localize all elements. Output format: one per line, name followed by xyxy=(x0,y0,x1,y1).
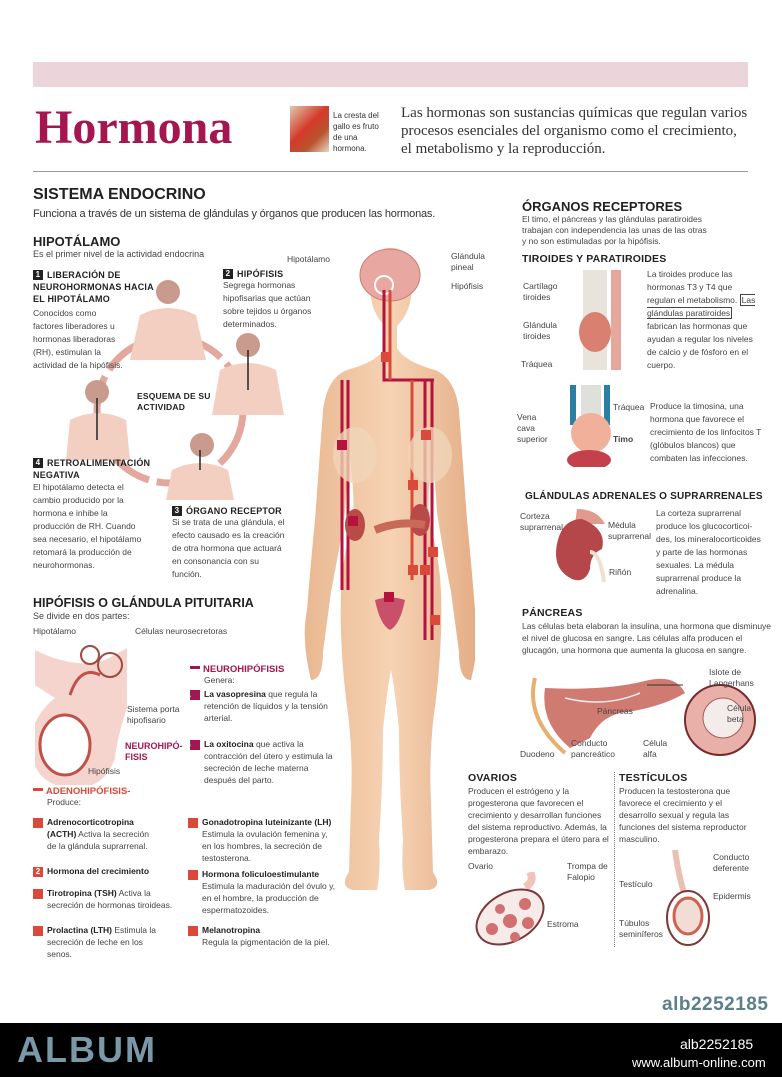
torso-figure xyxy=(130,280,206,360)
kidney-illustration xyxy=(556,509,606,583)
pituitary-diagram xyxy=(35,645,127,785)
thyroid-illustration xyxy=(579,270,621,370)
kidney xyxy=(410,504,430,536)
endocrine-title: SISTEMA ENDOCRINO xyxy=(33,186,206,203)
human-body-figure xyxy=(304,248,475,890)
photo-caption: La cresta del gallo es fruto de una horm… xyxy=(333,111,379,153)
neurohypophysis-label: NEUROHIPÓ-FISIS xyxy=(125,741,183,762)
activity-cycle-diagram xyxy=(66,280,284,500)
torso-figure xyxy=(66,380,130,460)
testes-title: TESTÍCULOS xyxy=(619,772,688,784)
adrenal-title: GLÁNDULAS ADRENALES O SUPRARRENALES xyxy=(525,491,763,502)
thyroid-text: La tiroides produce las hormonas T3 y T4… xyxy=(647,269,756,370)
image-id: alb2252185 xyxy=(662,994,769,1015)
ovaries-title: OVARIOS xyxy=(468,772,518,784)
footer-logo[interactable]: ALBUM xyxy=(17,1029,157,1070)
footer-id: alb2252185 xyxy=(680,1036,754,1052)
section-divider xyxy=(614,772,615,947)
pancreas-title: PÁNCREAS xyxy=(522,607,583,619)
pancreas xyxy=(373,519,426,534)
footer: ALBUM alb2252185 www.album-online.com xyxy=(0,1023,782,1077)
hypothalamus-subtitle: Es el primer nivel de la actividad endoc… xyxy=(33,249,205,259)
adenohypophysis-block: ADENOHIPÓFISIS- Produce: xyxy=(33,786,130,808)
pancreas-illustration xyxy=(531,677,756,756)
hypothalamus-title: HIPOTÁLAMO xyxy=(33,234,121,249)
step-text: Conocidos como factores liberadores u ho… xyxy=(33,308,123,370)
lungs xyxy=(333,427,377,483)
receptors-title: ÓRGANOS RECEPTORES xyxy=(522,199,683,214)
cycle-label: ESQUEMA DE SU ACTIVIDAD xyxy=(137,391,211,412)
footer-url[interactable]: www.album-online.com xyxy=(632,1055,766,1070)
torso-figure xyxy=(166,433,234,500)
endocrine-subtitle: Funciona a través de un sistema de glánd… xyxy=(33,208,436,220)
torso-figure xyxy=(212,333,284,415)
uterus xyxy=(375,597,405,630)
testis-illustration xyxy=(666,850,710,946)
page-title: Hormona xyxy=(35,101,233,154)
intro-text: Las hormonas son sustancias químicas que… xyxy=(401,105,748,157)
rooster-photo xyxy=(290,106,329,152)
pituitary-title: HIPÓFISIS O GLÁNDULA PITUITARIA xyxy=(33,596,254,610)
thymus-illustration xyxy=(567,385,611,467)
ovary-illustration xyxy=(475,872,545,946)
top-band xyxy=(33,62,748,87)
step-title: LIBERACIÓN DE NEUROHORMONAS HACIA EL HIP… xyxy=(33,270,154,304)
divider xyxy=(33,171,748,172)
